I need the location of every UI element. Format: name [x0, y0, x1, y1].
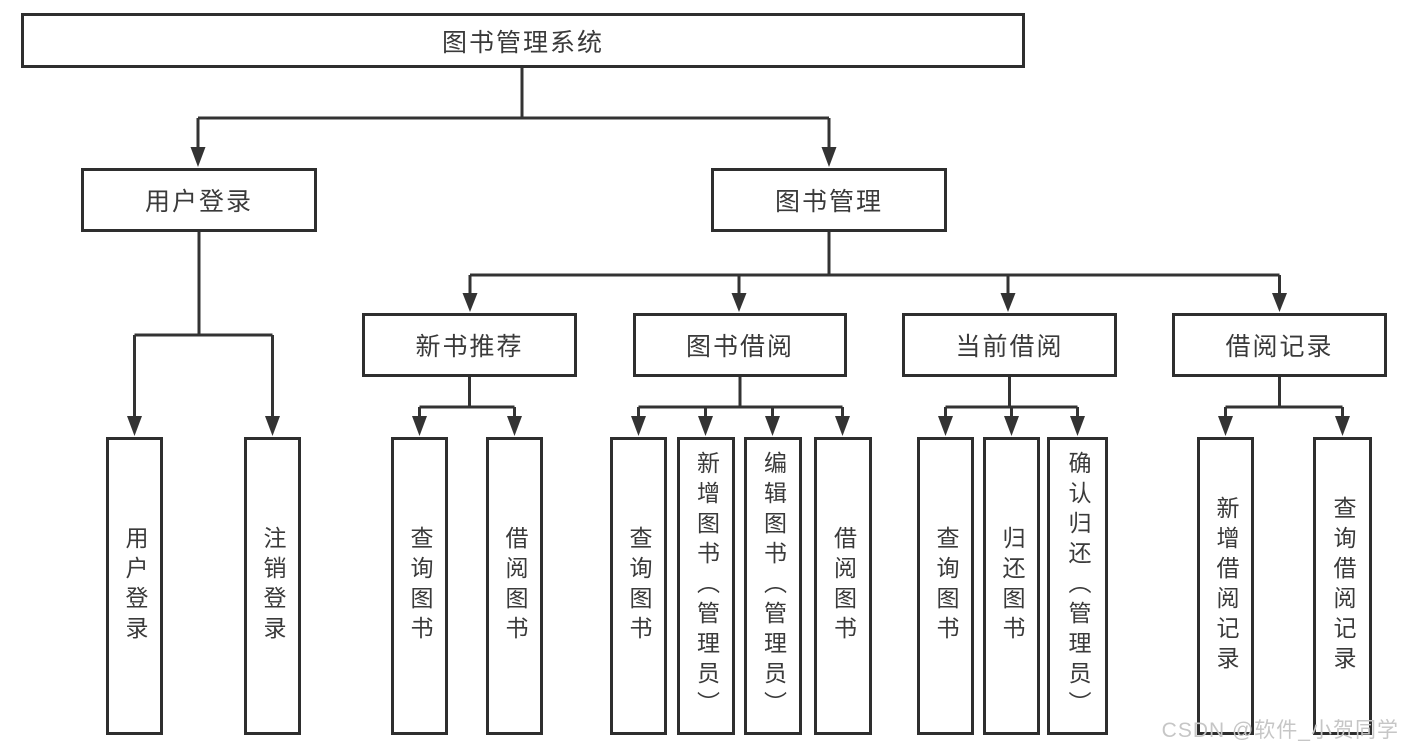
leaf-add-books-admin-label: 新增图书（管理员）: [693, 451, 720, 721]
leaf-add-borrow-record: 新增借阅记录: [1197, 437, 1254, 735]
node-book-borrow: 图书借阅: [633, 313, 847, 377]
leaf-confirm-return-admin-label: 确认归还（管理员）: [1065, 451, 1091, 721]
node-user-login: 用户登录: [81, 168, 317, 232]
node-borrow-records: 借阅记录: [1172, 313, 1387, 377]
node-book-management-label: 图书管理: [774, 188, 883, 216]
leaf-return-books-label: 归还图书: [999, 526, 1025, 646]
node-book-borrow-label: 图书借阅: [685, 333, 794, 361]
leaf-borrow-books-label: 借阅图书: [830, 526, 857, 646]
leaf-borrow-books: 借阅图书: [814, 437, 872, 735]
leaf-logout: 注销登录: [244, 437, 301, 735]
leaf-add-borrow-record-label: 新增借阅记录: [1213, 496, 1239, 676]
node-new-book-recommend-label: 新书推荐: [415, 333, 524, 361]
leaf-add-books-admin: 新增图书（管理员）: [677, 437, 735, 735]
leaf-query-books-recommend-label: 查询图书: [407, 526, 433, 646]
leaf-edit-books-admin-label: 编辑图书（管理员）: [760, 451, 787, 721]
node-current-borrow: 当前借阅: [902, 313, 1117, 377]
node-user-login-label: 用户登录: [144, 188, 253, 216]
leaf-query-borrow-record-label: 查询借阅记录: [1330, 496, 1356, 676]
node-library-system-label: 图书管理系统: [441, 28, 604, 57]
leaf-edit-books-admin: 编辑图书（管理员）: [744, 437, 802, 735]
leaf-borrow-books-recommend-label: 借阅图书: [502, 526, 528, 646]
leaf-query-books-recommend: 查询图书: [391, 437, 448, 735]
node-book-management: 图书管理: [711, 168, 947, 232]
leaf-query-borrow-record: 查询借阅记录: [1313, 437, 1372, 735]
node-library-system: 图书管理系统: [21, 13, 1025, 68]
leaf-user-login: 用户登录: [106, 437, 163, 735]
node-current-borrow-label: 当前借阅: [955, 333, 1064, 361]
leaf-query-books-current: 查询图书: [917, 437, 974, 735]
leaf-query-books-borrow-label: 查询图书: [626, 526, 652, 646]
leaf-user-login-label: 用户登录: [122, 526, 148, 646]
leaf-query-books-borrow: 查询图书: [610, 437, 667, 735]
csdn-watermark: CSDN @软件_小贺同学: [1161, 719, 1399, 742]
leaf-return-books: 归还图书: [983, 437, 1040, 735]
leaf-logout-label: 注销登录: [260, 526, 286, 646]
node-borrow-records-label: 借阅记录: [1225, 333, 1334, 361]
node-new-book-recommend: 新书推荐: [362, 313, 577, 377]
leaf-borrow-books-recommend: 借阅图书: [486, 437, 543, 735]
leaf-confirm-return-admin: 确认归还（管理员）: [1047, 437, 1108, 735]
leaf-query-books-current-label: 查询图书: [933, 526, 959, 646]
